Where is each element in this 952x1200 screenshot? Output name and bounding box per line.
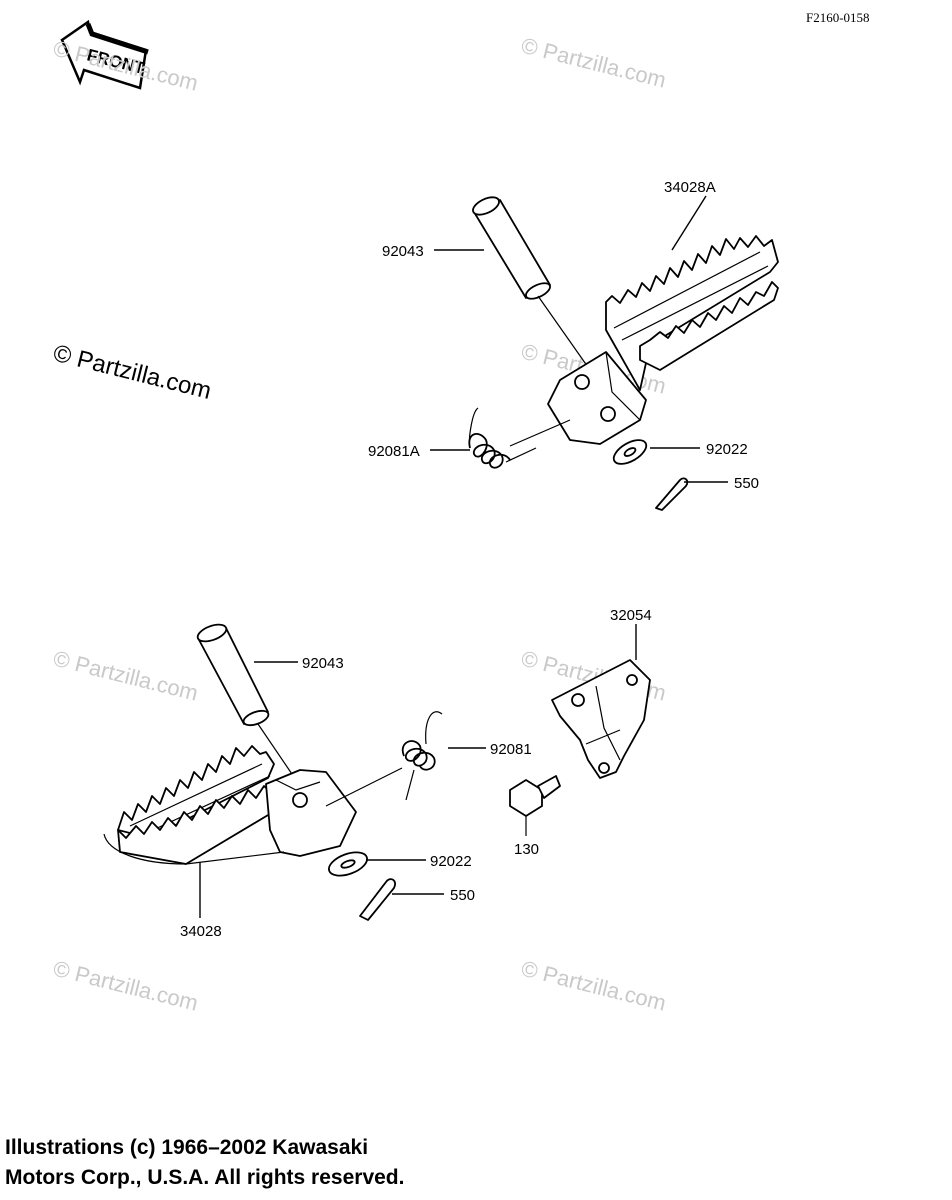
lower-spring-icon (325, 711, 443, 807)
watermark: © Partzilla.com (51, 340, 214, 405)
upper-cotter-pin-icon (655, 477, 689, 511)
lower-bolt-label: 130 (514, 841, 539, 858)
watermark: © Partzilla.com (51, 956, 201, 1016)
lower-footpeg-label: 34028 (180, 923, 222, 940)
watermark: © Partzilla.com (519, 956, 669, 1016)
upper-cotter-pin-label: 550 (734, 475, 759, 492)
front-arrow-icon: FRONT (60, 19, 149, 90)
upper-spring-icon (468, 407, 571, 469)
upper-footpeg-label: 34028A (664, 179, 716, 196)
lower-bracket-label: 32054 (610, 607, 652, 624)
upper-assembly: 92043 34028A 92081A 92022 550 (368, 179, 779, 511)
lower-bracket-icon (551, 659, 651, 779)
watermark: © Partzilla.com (519, 33, 669, 93)
lower-pin-icon (196, 623, 297, 781)
copyright-notice: Illustrations (c) 1966–2002 Kawasaki Mot… (5, 1133, 404, 1193)
drawing-id: F2160-0158 (806, 10, 870, 25)
lower-cotter-pin-icon (359, 878, 396, 921)
lower-leaders (199, 624, 637, 918)
upper-pin-label: 92043 (382, 243, 424, 260)
lower-pin-label: 92043 (302, 655, 344, 672)
copyright-line-2: Motors Corp., U.S.A. All rights reserved… (5, 1166, 405, 1189)
upper-washer-label: 92022 (706, 441, 748, 458)
upper-washer-icon (612, 439, 648, 465)
upper-pin-icon (472, 196, 591, 371)
watermark: © Partzilla.com (51, 646, 201, 706)
upper-footpeg-icon (547, 235, 779, 445)
lower-assembly: 92043 92081 92022 550 34028 32054 130 (103, 607, 652, 940)
lower-footpeg-icon (103, 745, 357, 865)
copyright-line-1: Illustrations (c) 1966–2002 Kawasaki (5, 1136, 369, 1159)
lower-washer-label: 92022 (430, 853, 472, 870)
upper-leaders (430, 195, 728, 483)
lower-washer-icon (327, 851, 369, 877)
lower-cotter-pin-label: 550 (450, 887, 475, 904)
lower-bolt-icon (509, 775, 561, 836)
upper-spring-label: 92081A (368, 443, 420, 460)
lower-spring-label: 92081 (490, 741, 532, 758)
